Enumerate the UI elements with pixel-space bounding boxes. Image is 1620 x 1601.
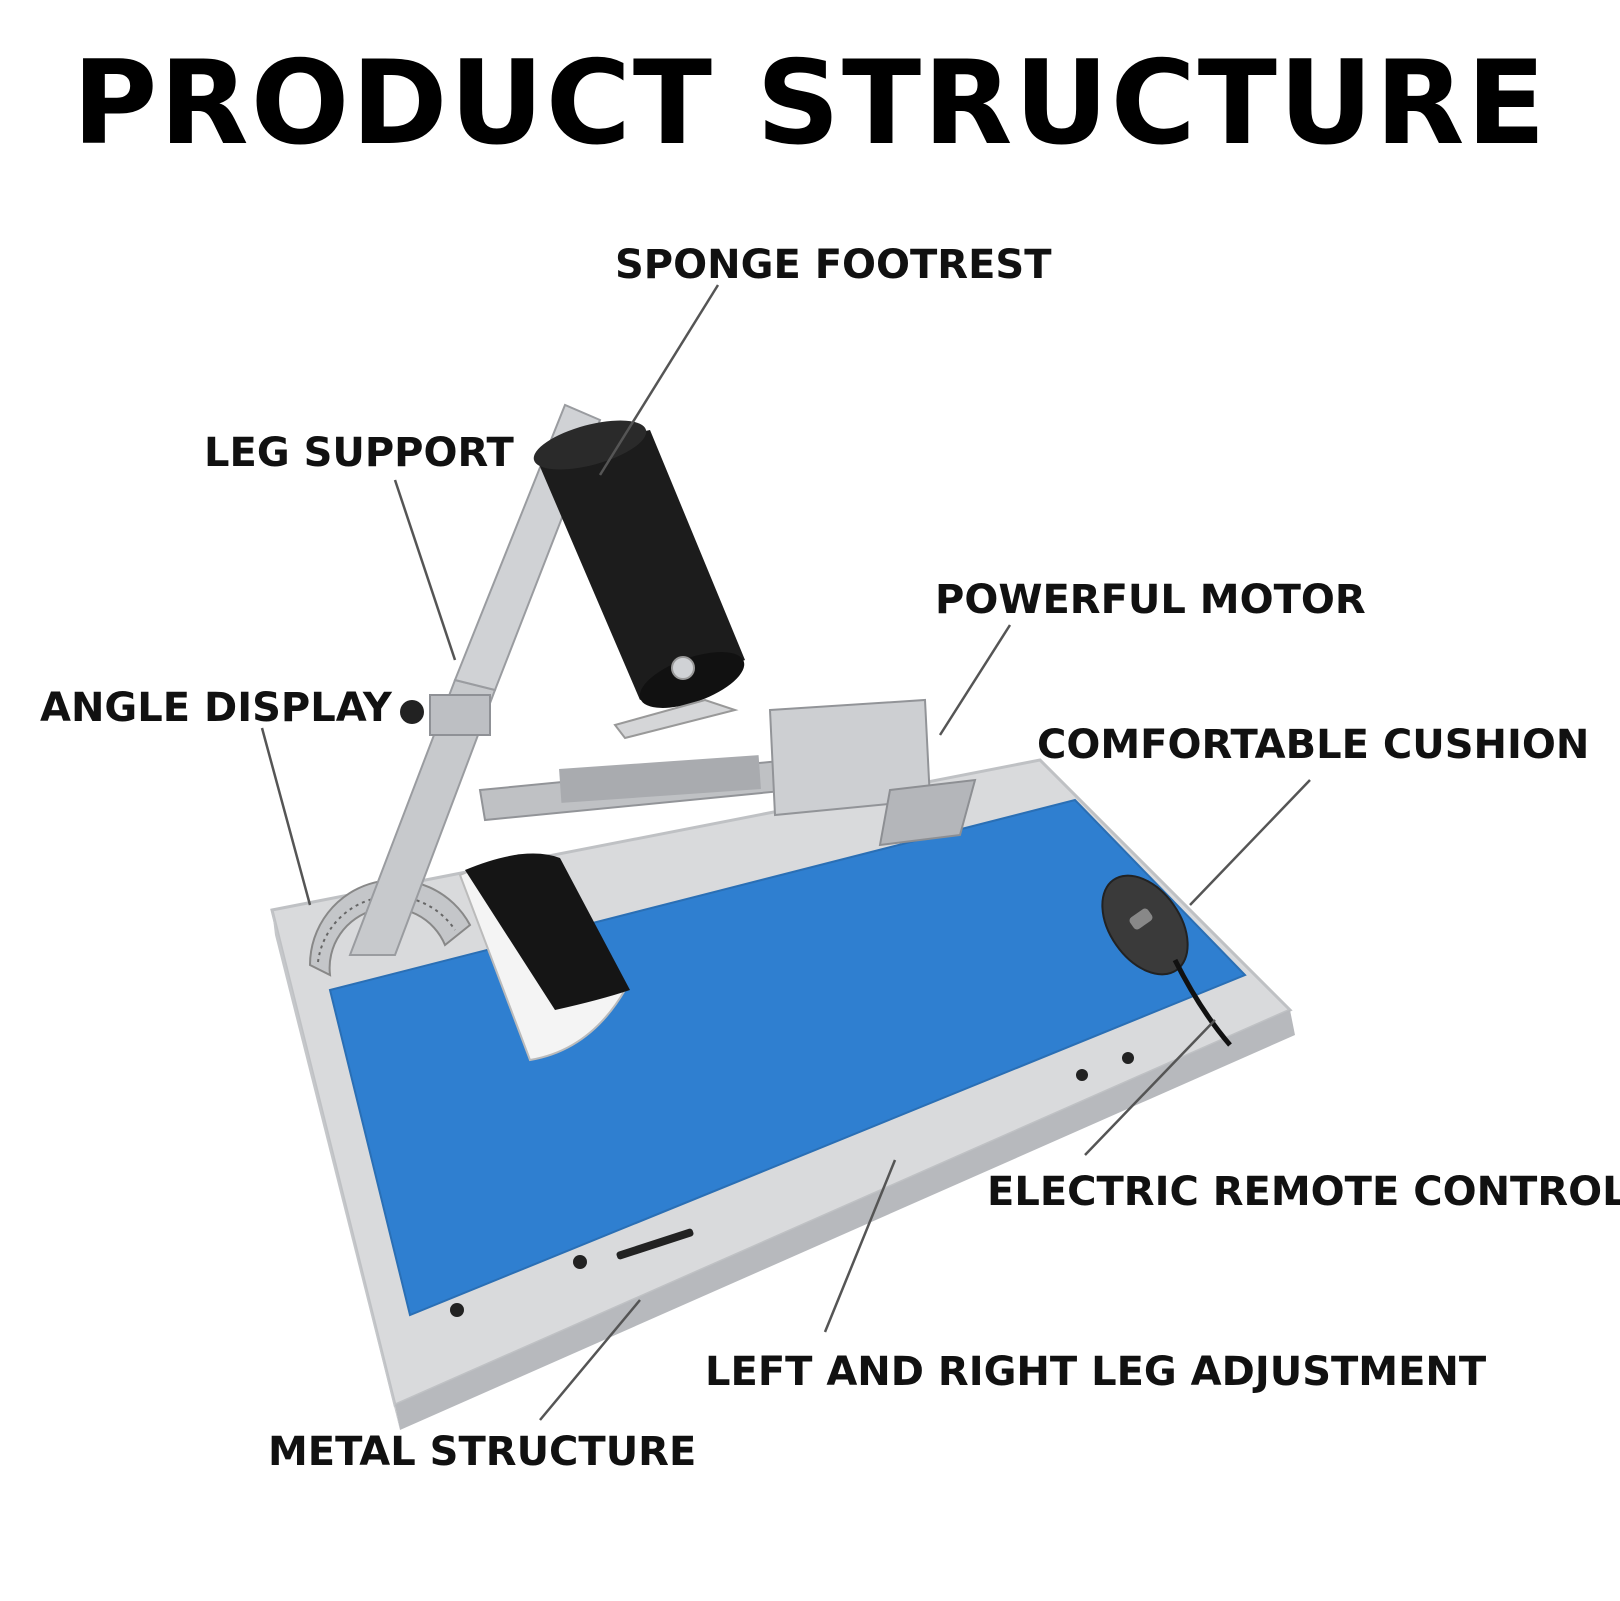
front-holes [450,1052,1134,1317]
label-electric-remote-control: ELECTRIC REMOTE CONTROL [987,1169,1620,1215]
label-leg-support: LEG SUPPORT [204,430,514,476]
label-left-right-leg-adjustment: LEFT AND RIGHT LEG ADJUSTMENT [705,1349,1487,1395]
leg-strap [458,853,630,1062]
motor-assembly [478,698,977,847]
leader-powerful-motor [938,624,1012,736]
label-comfortable-cushion: COMFORTABLE CUSHION [1037,722,1590,768]
leader-lines [260,284,1311,1421]
blue-cushion [328,798,1247,1317]
label-powerful-motor: POWERFUL MOTOR [935,577,1366,623]
leader-comfortable-cushion [1189,779,1311,906]
label-sponge-footrest: SPONGE FOOTREST [615,242,1052,288]
leader-angle-display [260,727,312,906]
leader-electric-remote-control [1084,1019,1216,1156]
leader-metal-structure [539,1299,641,1421]
leader-sponge-footrest [598,284,720,476]
remote-control [1101,874,1232,1047]
sponge-footrest-roller [533,420,745,740]
leader-leg-support [393,479,457,661]
label-angle-display: ANGLE DISPLAY [40,685,392,731]
leader-left-right-leg-adjustment [823,1159,897,1333]
page-title: PRODUCT STRUCTURE [72,36,1548,171]
label-metal-structure: METAL STRUCTURE [268,1429,697,1475]
